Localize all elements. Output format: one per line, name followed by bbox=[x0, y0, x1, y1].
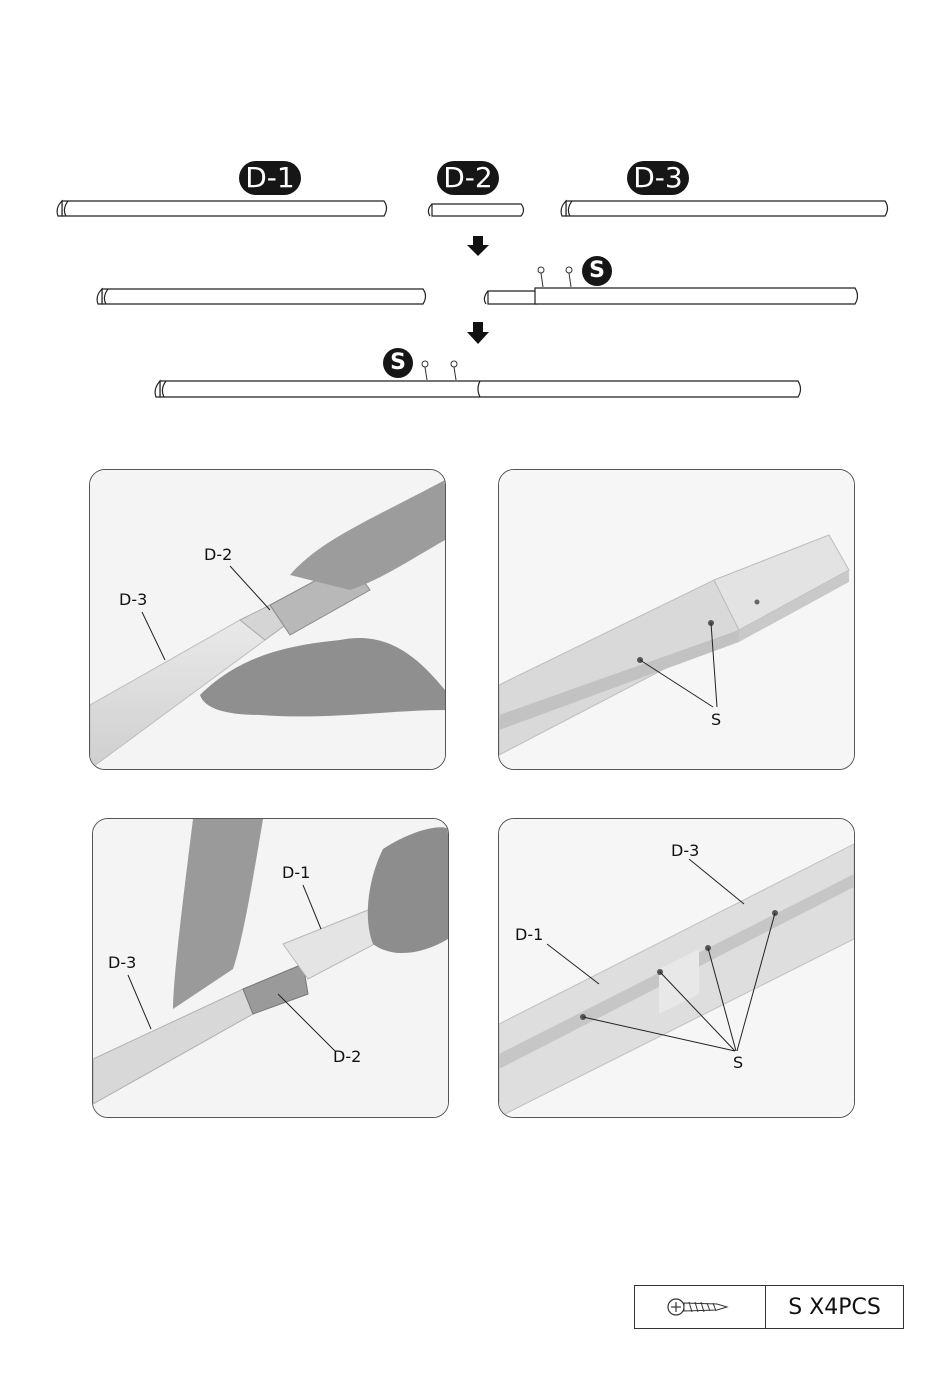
label-d1: D-1 bbox=[515, 925, 543, 944]
screw-icon bbox=[538, 267, 572, 287]
photo-screw-d2: S bbox=[498, 469, 855, 770]
down-arrow-2 bbox=[467, 322, 489, 344]
hardware-icon-cell bbox=[635, 1286, 766, 1328]
hardware-quantity: S X4PCS bbox=[766, 1286, 903, 1328]
screw-icon bbox=[422, 361, 457, 380]
leader-lines bbox=[90, 470, 445, 769]
rail-d2 bbox=[428, 204, 523, 216]
photo-screw-joint: D-3 D-1 S bbox=[498, 818, 855, 1118]
label-s: S bbox=[711, 710, 721, 729]
rail-d1-step2 bbox=[97, 289, 425, 304]
rail-d3 bbox=[561, 201, 887, 216]
screw-badge-step2: S bbox=[582, 256, 612, 286]
rail-d1 bbox=[57, 201, 386, 216]
rail-assembled bbox=[155, 381, 800, 397]
down-arrow-1 bbox=[467, 236, 489, 256]
hardware-table: S X4PCS bbox=[634, 1285, 904, 1329]
photo-insert-d2-into-d3: D-2 D-3 bbox=[89, 469, 446, 770]
photo-join-d1-d3: D-1 D-3 D-2 bbox=[92, 818, 449, 1118]
screw-icon bbox=[665, 1295, 735, 1319]
rail-diagram-svg bbox=[0, 0, 950, 420]
label-d3: D-3 bbox=[671, 841, 699, 860]
label-s: S bbox=[733, 1053, 743, 1072]
leader-lines bbox=[93, 819, 448, 1117]
screw-badge-step3: S bbox=[383, 348, 413, 378]
rail-d2-in-d3 bbox=[484, 288, 857, 304]
